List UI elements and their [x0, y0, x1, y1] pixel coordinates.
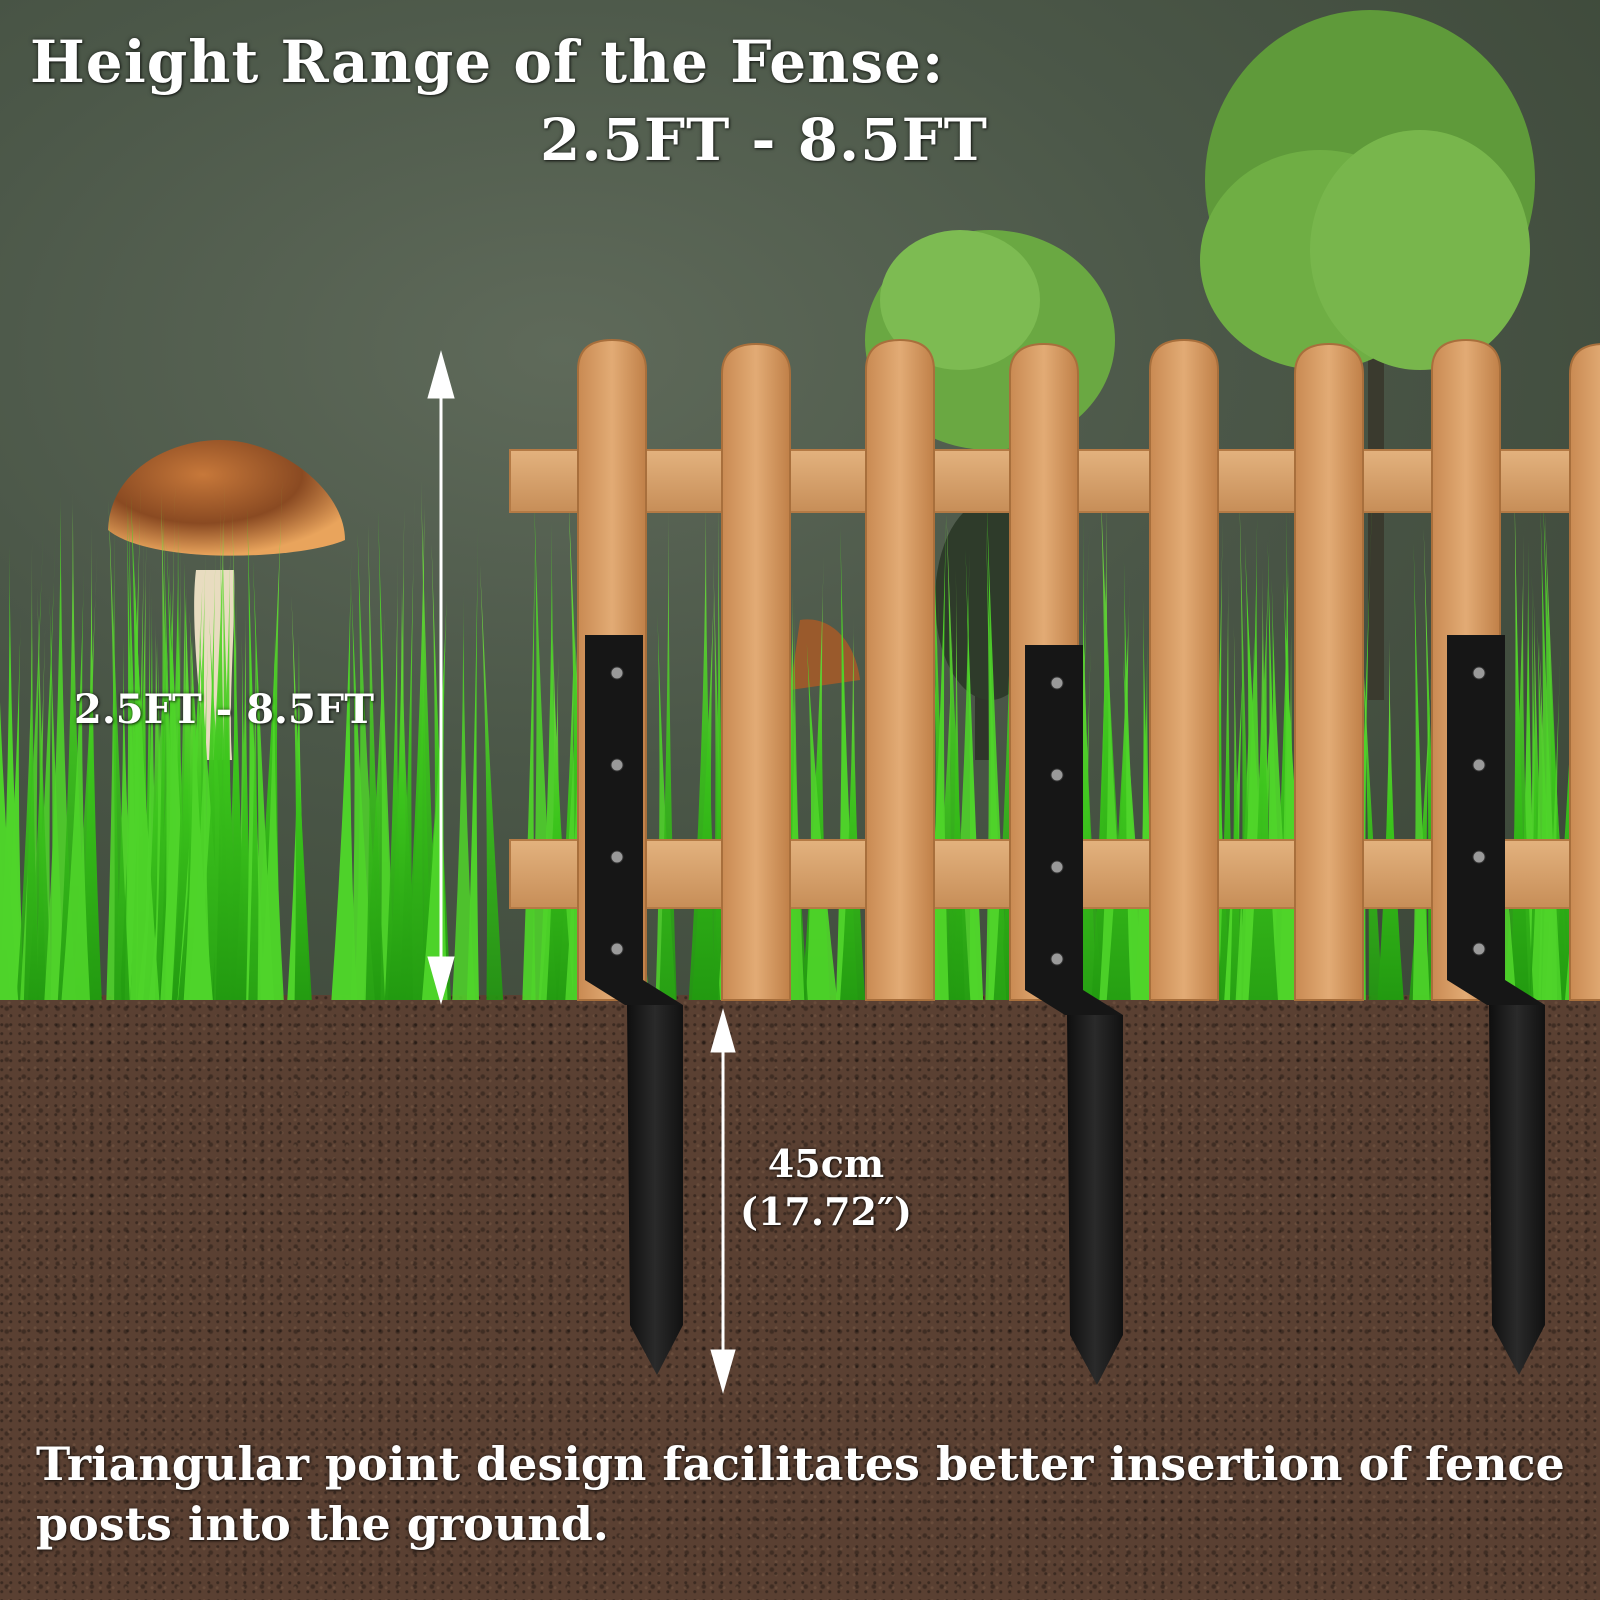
headline-height-range: 2.5FT - 8.5FT [540, 106, 988, 174]
feature-caption: Triangular point design facilitates bett… [36, 1437, 1565, 1551]
depth-arrow [710, 1008, 736, 1394]
depth-measurement-label: 45cm (17.72″) [740, 1140, 912, 1236]
depth-inch-value: (17.72″) [740, 1189, 912, 1234]
headline-title: Height Range of the Fense: [30, 28, 945, 96]
height-measurement-label: 2.5FT - 8.5FT [74, 686, 374, 733]
height-arrow [427, 350, 455, 1005]
soil-ground [0, 995, 1600, 1600]
tree-right [1200, 10, 1535, 700]
depth-cm-value: 45cm [767, 1141, 885, 1186]
fence-post-stakes [585, 635, 1545, 1385]
